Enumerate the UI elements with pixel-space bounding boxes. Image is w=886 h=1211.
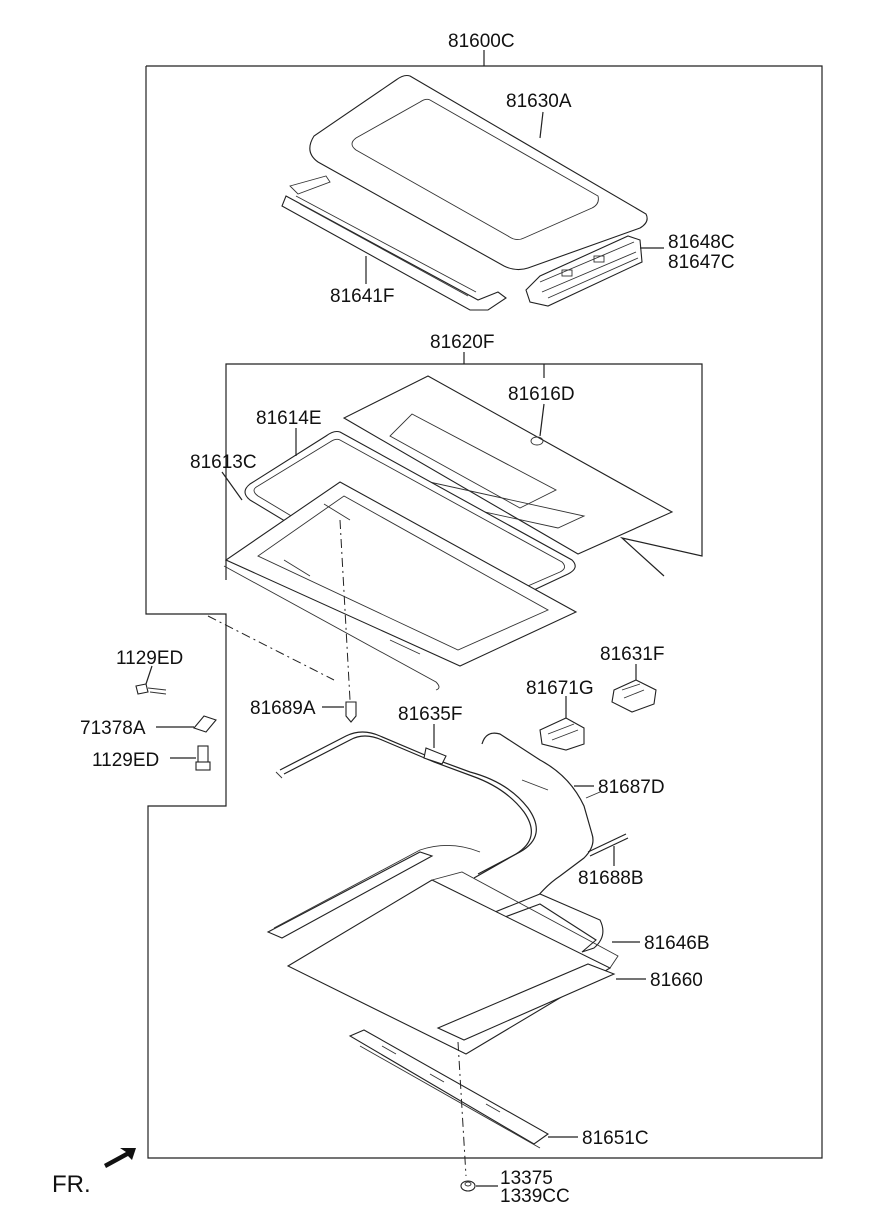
- label-81631F: 81631F: [600, 644, 664, 665]
- dash-frame-to-bolts: [207, 615, 335, 681]
- dash-to-nut: [457, 1041, 467, 1177]
- front-arrow-icon: [104, 1148, 136, 1168]
- label-81641F: 81641F: [330, 286, 394, 307]
- frame-81613C[interactable]: [223, 481, 578, 691]
- label-81646B: 81646B: [644, 933, 710, 954]
- label-81647C: 81647C: [668, 252, 735, 273]
- label-81689A: 81689A: [250, 698, 316, 719]
- leader-81616D: [539, 403, 545, 437]
- lower-rail-81651C[interactable]: [348, 1029, 550, 1149]
- label-81616D: 81616D: [508, 384, 575, 405]
- hose-81688B[interactable]: [587, 833, 629, 857]
- label-81614E: 81614E: [256, 408, 322, 429]
- leader-1129ED-upper: [145, 665, 153, 685]
- label-81687D: 81687D: [598, 777, 665, 798]
- label-81651C: 81651C: [582, 1128, 649, 1149]
- bracket-81648C-81647C[interactable]: [525, 235, 643, 307]
- bolt-lower-1129ED[interactable]: [195, 745, 211, 771]
- label-81600C: 81600C: [448, 31, 515, 52]
- cable-assembly-81635F[interactable]: [275, 731, 537, 879]
- label-81630A: 81630A: [506, 91, 572, 112]
- leader-81613C: [221, 471, 243, 501]
- glass-panel-81630A[interactable]: [309, 74, 648, 271]
- frame-assembly-boundary: [225, 363, 703, 580]
- wiring-81687D[interactable]: [481, 732, 601, 897]
- bolt-upper-1129ED[interactable]: [135, 683, 167, 695]
- drain-plug-81689A[interactable]: [339, 519, 357, 723]
- label-81613C: 81613C: [190, 452, 257, 473]
- assembly-boundary: [145, 65, 823, 1159]
- label-81648C: 81648C: [668, 232, 735, 253]
- leader-81630A: [539, 111, 544, 139]
- label-1339CC: 1339CC: [500, 1186, 570, 1207]
- label-81620F: 81620F: [430, 332, 494, 353]
- guide-rail-81646B[interactable]: [266, 845, 604, 953]
- nut-13375-1339CC[interactable]: [460, 1180, 476, 1192]
- label-81660: 81660: [650, 970, 703, 991]
- label-13375: 13375: [500, 1168, 553, 1189]
- deflector-81641F[interactable]: [281, 175, 507, 311]
- label-1129ED-upper: 1129ED: [116, 648, 183, 669]
- motor-unit-81671G[interactable]: [539, 717, 585, 751]
- label-81688B: 81688B: [578, 868, 644, 889]
- label-81635F: 81635F: [398, 704, 462, 725]
- sunshade-81660[interactable]: [286, 871, 619, 1055]
- clip-71378A[interactable]: [193, 715, 217, 733]
- control-module-81631F[interactable]: [611, 679, 657, 713]
- label-front: FR.: [52, 1171, 91, 1198]
- label-1129ED-lower: 1129ED: [92, 750, 159, 771]
- label-81671G: 81671G: [526, 678, 594, 699]
- label-71378A: 71378A: [80, 718, 146, 739]
